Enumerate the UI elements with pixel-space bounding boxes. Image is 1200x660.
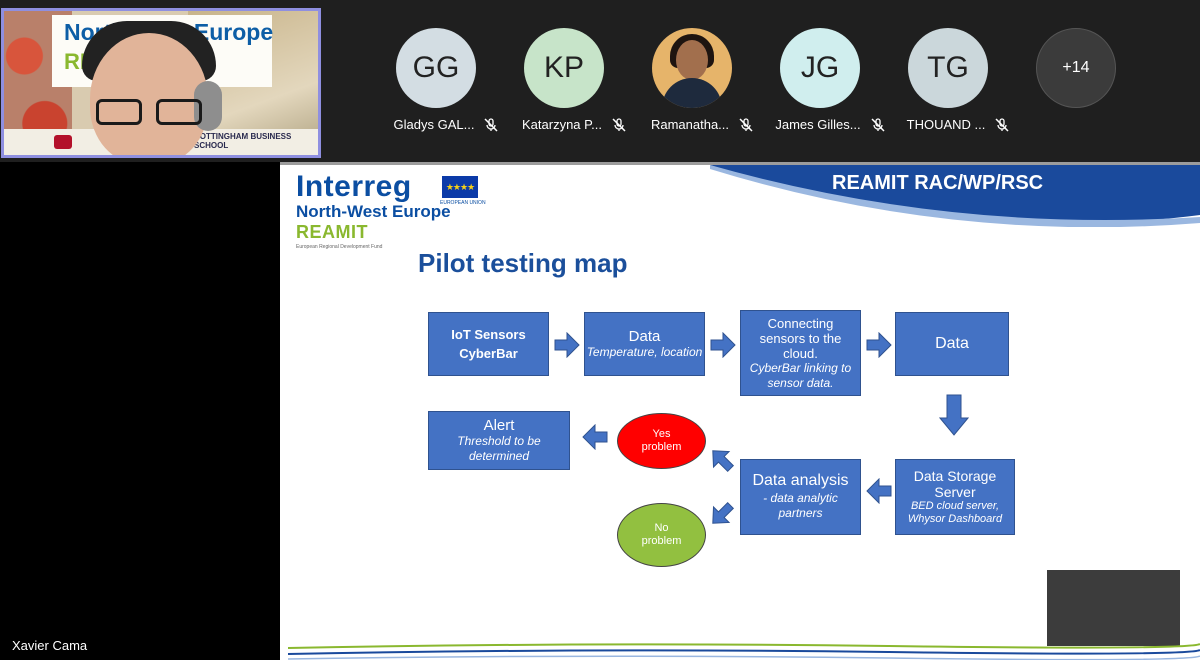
more-participants-button[interactable]: +14 <box>1036 28 1116 108</box>
logo-fund-text: European Regional Development Fund <box>296 244 383 250</box>
mic-muted-icon <box>739 117 753 132</box>
self-name-label: Xavier Cama <box>12 638 88 653</box>
box-data-output: Data <box>895 312 1009 376</box>
arrow-right-icon <box>554 332 580 358</box>
avatar: GG <box>396 28 476 108</box>
slide-header-title: REAMIT RAC/WP/RSC <box>832 172 1044 194</box>
box-data-analysis: Data analysis - data analytic partners <box>740 459 861 535</box>
box-iot-sensors: IoT Sensors CyberBar <box>428 312 549 376</box>
participant-name: Katarzyna P... <box>522 117 602 132</box>
person-face <box>90 33 208 155</box>
box-data-storage: Data Storage Server BED cloud server, Wh… <box>895 459 1015 535</box>
participant-name: James Gilles... <box>775 117 861 132</box>
arrow-down-icon <box>939 394 969 436</box>
participant-name: Ramanatha... <box>650 117 730 132</box>
box-connecting-sensors: Connecting sensors to the cloud. CyberBa… <box>740 310 861 396</box>
arrow-right-icon <box>710 332 736 358</box>
arrow-up-left-icon <box>712 450 735 473</box>
avatar: TG <box>908 28 988 108</box>
participant-name: Gladys GAL... <box>393 117 475 132</box>
avatar-photo <box>652 28 732 108</box>
interreg-logo-text: Interreg <box>296 170 412 203</box>
participant-name-row: James Gilles... <box>760 117 900 132</box>
arrow-left-icon <box>866 478 892 504</box>
slide-header-shape <box>710 165 1200 227</box>
participant-tile-5[interactable]: TG THOUAND ... <box>907 28 1009 132</box>
slide-footer-lines <box>288 643 1200 660</box>
presenter-video-placeholder <box>1047 570 1180 646</box>
self-video-tile[interactable]: North-West Europe REAMIT NOTTINGHAM BUSI… <box>1 8 321 158</box>
participant-tile-4[interactable]: JG James Gilles... <box>775 28 885 132</box>
participant-strip: North-West Europe REAMIT NOTTINGHAM BUSI… <box>0 0 1200 162</box>
shared-slide: REAMIT RAC/WP/RSC Interreg ★★★★ EUROPEAN… <box>280 162 1200 660</box>
university-logo-icon <box>54 135 72 149</box>
slide-title: Pilot testing map <box>418 248 628 278</box>
mic-muted-icon <box>995 117 1009 132</box>
participant-name: THOUAND ... <box>906 117 986 132</box>
box-alert: Alert Threshold to be determined <box>428 411 570 470</box>
avatar: KP <box>524 28 604 108</box>
participant-name-row: THOUAND ... <box>888 117 1028 132</box>
participant-name-row: Gladys GAL... <box>376 117 516 132</box>
arrow-down-left-icon <box>712 501 735 524</box>
participant-name-row: Katarzyna P... <box>504 117 644 132</box>
avatar: JG <box>780 28 860 108</box>
footer-logo-text: NOTTINGHAM BUSINESS SCHOOL <box>194 132 292 150</box>
eu-flag-icon: ★★★★ <box>442 176 478 198</box>
glasses-icon <box>96 99 202 127</box>
participant-tile-3[interactable]: Ramanatha... <box>651 28 753 132</box>
participant-tile-2[interactable]: KP Katarzyna P... <box>522 28 626 132</box>
more-participants-count: +14 <box>1036 28 1116 108</box>
arrow-left-icon <box>582 424 608 450</box>
oval-no-problem: No problem <box>617 503 706 567</box>
arrow-right-icon <box>866 332 892 358</box>
logo-region-text: North-West Europe <box>296 202 451 221</box>
mic-muted-icon <box>484 117 498 132</box>
eu-label: EUROPEAN UNION <box>440 200 486 206</box>
participant-tile-1[interactable]: GG Gladys GAL... <box>394 28 498 132</box>
slide-top-border <box>280 162 1200 165</box>
participant-name-row: Ramanatha... <box>632 117 772 132</box>
mic-muted-icon <box>612 117 626 132</box>
mic-muted-icon <box>871 117 885 132</box>
logo-project-text: REAMIT <box>296 222 368 242</box>
oval-yes-problem: Yes problem <box>617 413 706 469</box>
box-data-temperature: Data Temperature, location <box>584 312 705 376</box>
